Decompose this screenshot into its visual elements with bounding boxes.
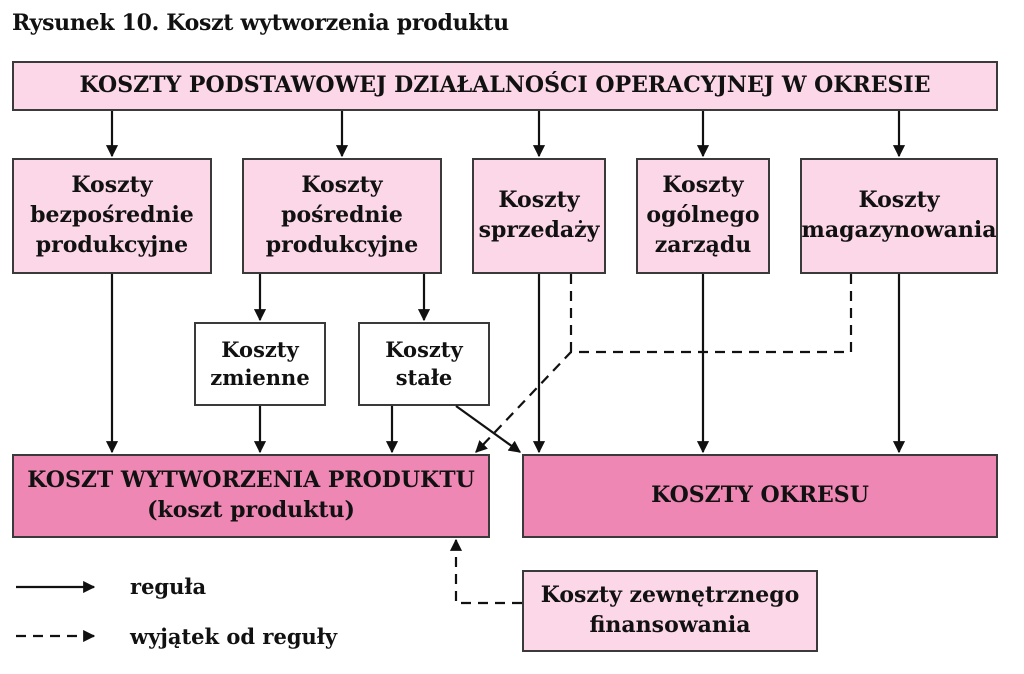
dashed-arrowhead-to-product (475, 440, 488, 453)
legend-rule-label: reguła (130, 574, 207, 599)
box-product-cost-label: KOSZT WYTWORZENIA PRODUKTU (koszt produk… (27, 467, 475, 523)
box-external-financing-label: Koszty zewnętrznego finansowania (540, 582, 800, 638)
arrow-fixed-to-period (455, 405, 521, 453)
figure-title: Rysunek 10. Koszt wytworzenia produktu (12, 10, 509, 36)
box-direct-label: Koszty bezpośrednie produkcyjne (30, 172, 194, 258)
dashed-sales-storage-to-product (477, 274, 853, 451)
box-storage-costs: Koszty magazynowania (800, 158, 998, 274)
box-admin-costs: Koszty ogólnego zarządu (636, 158, 770, 274)
box-variable-costs: Koszty zmienne (194, 322, 326, 406)
box-direct-production-costs: Koszty bezpośrednie produkcyjne (12, 158, 212, 274)
box-external-financing: Koszty zewnętrznego finansowania (522, 570, 818, 652)
top-box-operating-costs: KOSZTY PODSTAWOWEJ DZIAŁALNOŚCI OPERACYJ… (12, 61, 998, 111)
top-box-label: KOSZTY PODSTAWOWEJ DZIAŁALNOŚCI OPERACYJ… (79, 72, 931, 99)
legend-exception-label: wyjątek od reguły (130, 624, 338, 649)
dashed-external-to-product (454, 542, 522, 605)
box-product-cost: KOSZT WYTWORZENIA PRODUKTU (koszt produk… (12, 454, 490, 538)
box-sales-costs: Koszty sprzedaży (472, 158, 606, 274)
box-indirect-production-costs: Koszty pośrednie produkcyjne (242, 158, 442, 274)
box-period-costs: KOSZTY OKRESU (522, 454, 998, 538)
box-variable-label: Koszty zmienne (210, 336, 310, 390)
box-indirect-label: Koszty pośrednie produkcyjne (265, 172, 419, 258)
box-admin-label: Koszty ogólnego zarządu (646, 172, 760, 258)
box-storage-label: Koszty magazynowania (801, 187, 997, 243)
box-period-costs-label: KOSZTY OKRESU (651, 482, 869, 509)
box-sales-label: Koszty sprzedaży (478, 187, 600, 243)
box-fixed-label: Koszty stałe (385, 336, 463, 390)
box-fixed-costs: Koszty stałe (358, 322, 490, 406)
